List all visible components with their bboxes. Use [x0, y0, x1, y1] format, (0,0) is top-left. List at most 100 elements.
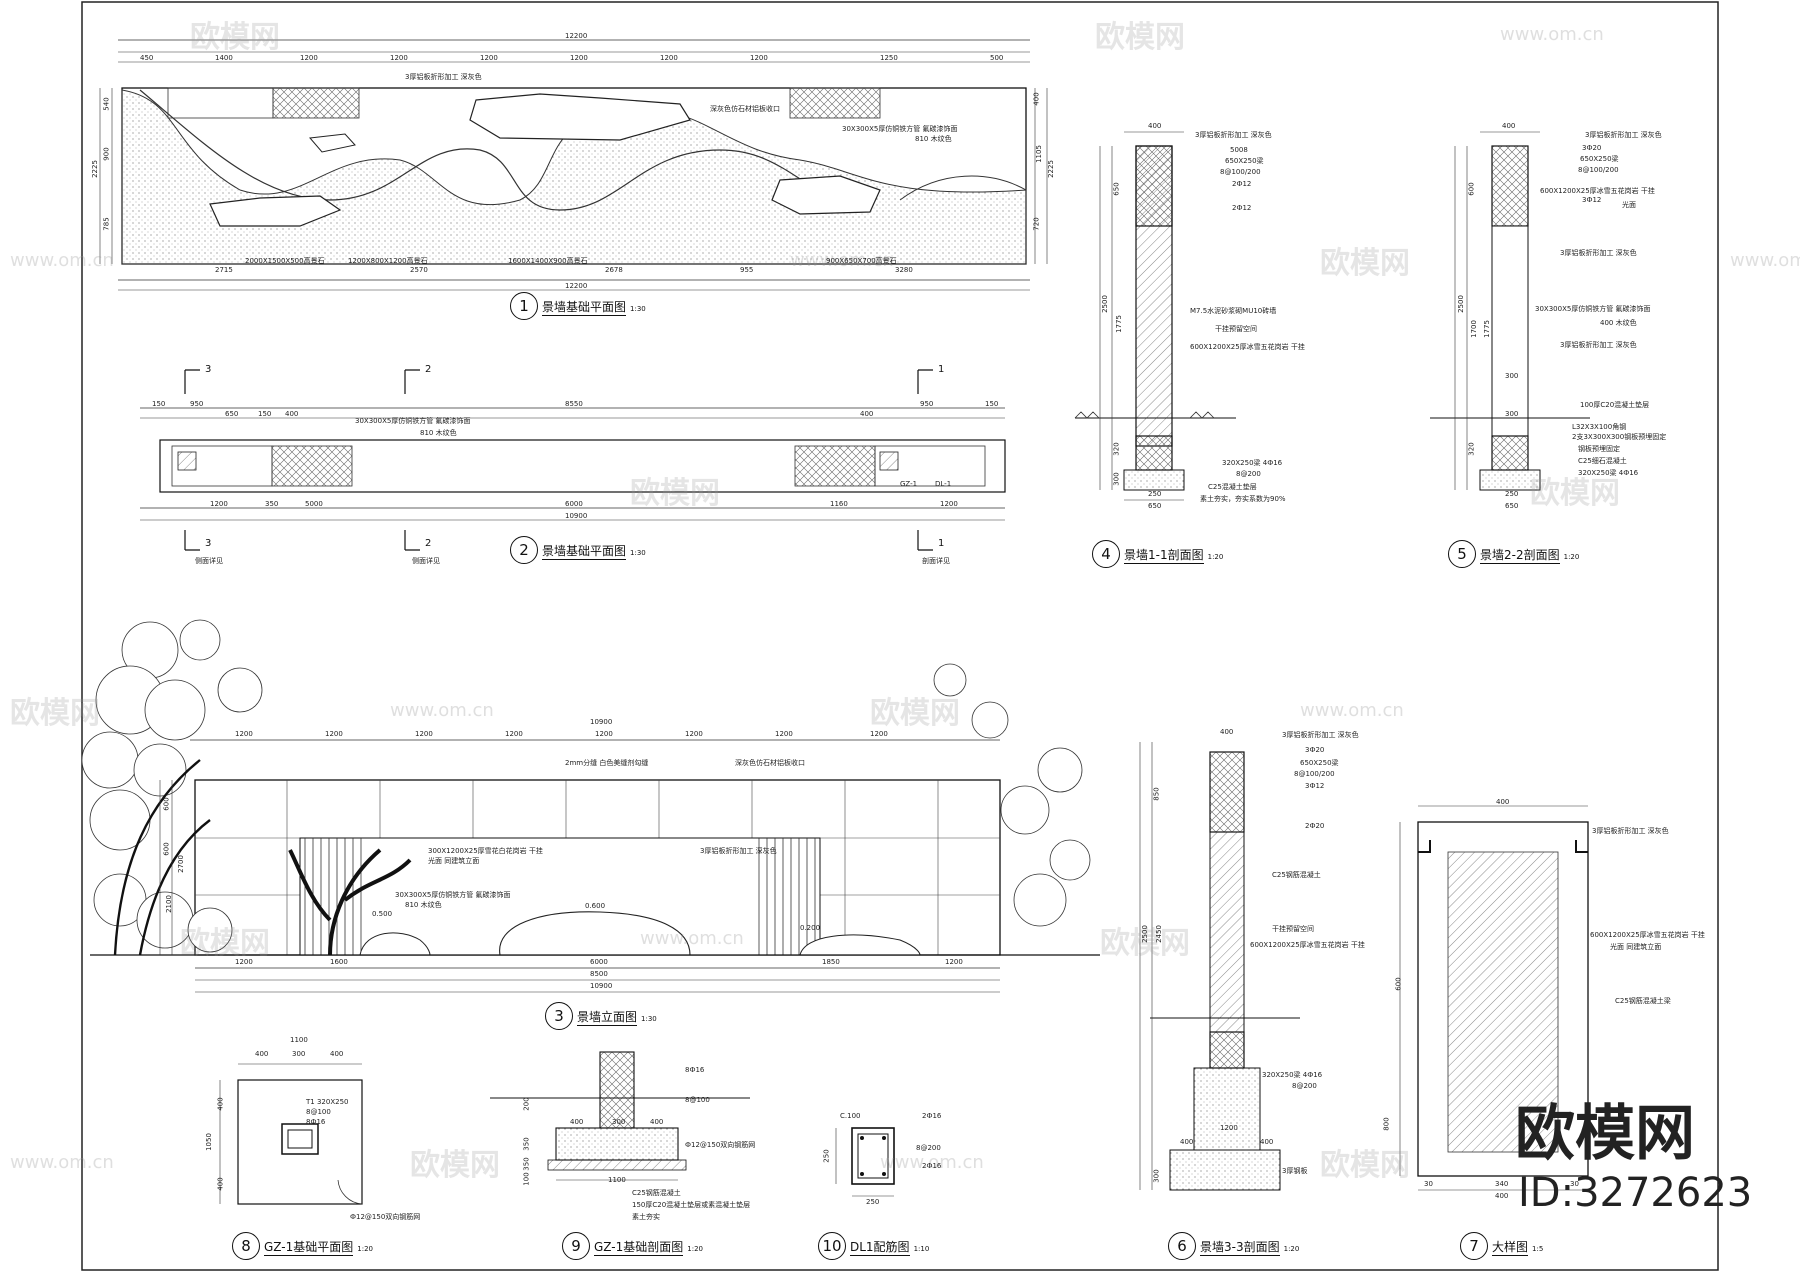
sec6-dim: 400	[1260, 1138, 1274, 1146]
view-title-text: GZ-1基础剖面图	[594, 1240, 684, 1256]
view7-detail-drawing	[1399, 805, 1589, 1191]
sec5-dim: 600	[1467, 182, 1476, 196]
detail10-dim: 250	[866, 1198, 880, 1206]
view-title-text: 景墙1-1剖面图	[1124, 548, 1204, 564]
elev-left-dim: 2700	[176, 855, 185, 873]
detail9-dim: 200	[522, 1097, 531, 1111]
sec6-dim: 850	[1152, 787, 1161, 801]
elev-note: 2mm分缝 白色美缝剂勾缝	[565, 759, 649, 767]
plan1-top-dim: 450	[140, 54, 154, 62]
sec5-note: 320X250梁 4Ф16	[1578, 469, 1639, 477]
sec6-note: 2Ф20	[1305, 822, 1325, 830]
sec6-note: C25钢筋混凝土	[1272, 871, 1321, 879]
elev-top-dim: 1200	[685, 730, 703, 738]
watermark-text: 欧模网	[1095, 20, 1185, 55]
section-mark-2: 2	[425, 364, 432, 375]
watermark-url: www.om.cn	[1300, 700, 1404, 721]
detail7-dim: 30	[1424, 1180, 1433, 1188]
detail7-note: C25钢筋混凝土梁	[1615, 997, 1671, 1005]
plan2-top-dim: 950	[190, 400, 204, 408]
sec4-dim: 2500	[1100, 295, 1109, 313]
sec4-note: 320X250梁 4Ф16	[1222, 459, 1283, 467]
detail10-dim: C.100	[840, 1112, 861, 1120]
sec4-dim: 300	[1112, 472, 1121, 486]
plan2-overall-dim: 10900	[565, 512, 588, 520]
plan1-note: 2000X1500X500高景石	[245, 257, 325, 265]
plan1-top-dim: 1200	[570, 54, 588, 62]
elev-top-dim: 1200	[595, 730, 613, 738]
sec4-dim: 650	[1148, 502, 1162, 510]
sec4-note: 600X1200X25厚冰雪五花岗岩 干挂	[1190, 343, 1305, 351]
elev-overall-dim: 10900	[590, 718, 613, 726]
sec4-note: 2Ф12	[1232, 204, 1252, 212]
view3-elevation-drawing	[81, 619, 1100, 993]
plan2-note: GZ-1	[900, 480, 918, 488]
watermark-url: www.om.cn	[640, 928, 744, 949]
plan2-note: 30X300X5厚仿铜铁方管 氟碳漆饰面	[355, 417, 471, 425]
elev-bottom-total: 8500	[590, 970, 608, 978]
plan1-note: 1600X1400X900高景石	[508, 257, 588, 265]
detail9-note: 8Ф16	[685, 1066, 705, 1074]
sec4-note: 8@100/200	[1220, 168, 1261, 176]
sec5-note: 650X250梁	[1580, 155, 1619, 163]
view5-section-drawing	[1430, 131, 1590, 491]
detail9-note: 150厚C20混凝土垫层或素混凝土垫层	[632, 1201, 751, 1209]
sec4-note: 2Ф12	[1232, 180, 1252, 188]
view-title-text: GZ-1基础平面图	[264, 1240, 354, 1256]
watermark-text: 欧模网	[1530, 476, 1620, 511]
sec5-dim: 2500	[1456, 295, 1465, 313]
elev-note: 深灰色仿石材铝板收口	[735, 759, 805, 767]
sec4-note: C25混凝土垫层	[1208, 483, 1257, 491]
elev-overall-dim: 10900	[590, 982, 613, 990]
detail9-dim: 350	[522, 1157, 531, 1171]
sec4-note: M7.5水泥砂浆砌MU10砖墙	[1190, 307, 1277, 315]
elev-left-dim: 2100	[164, 895, 173, 913]
view-scale: 1:20	[1283, 1245, 1300, 1253]
sec5-note: 光面	[1622, 201, 1636, 209]
plan2-top-dim: 650	[225, 410, 239, 418]
elev-top-dim: 1200	[775, 730, 793, 738]
elev-left-dim: 600	[162, 842, 171, 856]
plan1-note: 1200X800X1200高景石	[348, 257, 428, 265]
watermark-url: www.om.cn	[880, 1152, 984, 1173]
sec4-note: 3厚铝板折形加工 深灰色	[1195, 131, 1272, 139]
sec5-note: 3Ф12	[1582, 196, 1602, 204]
plan1-bottom-dim: 2570	[410, 266, 428, 274]
detail7-dim: 800	[1382, 1117, 1391, 1131]
section-mark-3: 3	[205, 538, 212, 549]
view-number: 6	[1168, 1232, 1196, 1260]
plan1-top-dim: 1400	[215, 54, 233, 62]
view-number: 2	[510, 536, 538, 564]
plan2-top-dim: 150	[258, 410, 272, 418]
view-scale: 1:20	[1207, 553, 1224, 561]
brand-id: ID:3272623	[1518, 1170, 1753, 1216]
sec5-note: L32X3X100角钢	[1572, 423, 1627, 431]
view-title-text: 景墙2-2剖面图	[1480, 548, 1560, 564]
plan2-bottom-dim: 5000	[305, 500, 323, 508]
section-mark-2: 2	[425, 538, 432, 549]
detail7-note: 光面 同建筑立面	[1610, 943, 1662, 951]
plan1-top-dim: 1250	[880, 54, 898, 62]
view-number: 10	[818, 1232, 846, 1260]
plan2-bottom-dim: 1160	[830, 500, 848, 508]
watermark-url: www.om.cn	[10, 1152, 114, 1173]
sec4-dim: 250	[1148, 490, 1162, 498]
watermark-text: 欧模网	[190, 20, 280, 55]
sec5-note: 3厚铝板折形加工 深灰色	[1560, 341, 1637, 349]
detail7-dim: 400	[1496, 798, 1510, 806]
view-title-text: 景墙3-3剖面图	[1200, 1240, 1280, 1256]
plan1-overall-dim: 12200	[565, 32, 588, 40]
sec6-note: 干挂预留空间	[1272, 925, 1314, 933]
sec6-note: 3厚铝板折形加工 深灰色	[1282, 731, 1359, 739]
view-scale: 1:30	[630, 305, 646, 313]
detail10-note: 2Ф16	[922, 1112, 942, 1120]
detail8-note: 8Ф16	[306, 1118, 326, 1126]
plan1-bottom-dim: 955	[740, 266, 754, 274]
sec5-note: 3厚铝板折形加工 深灰色	[1560, 249, 1637, 257]
